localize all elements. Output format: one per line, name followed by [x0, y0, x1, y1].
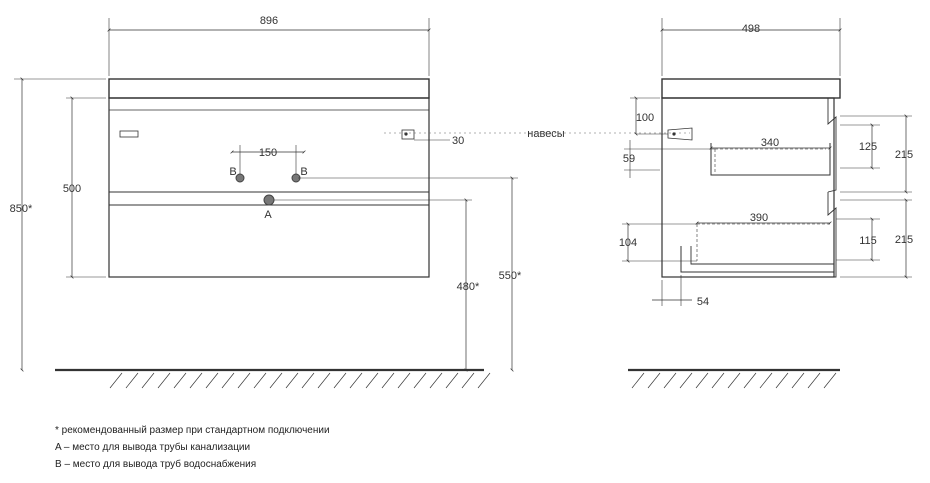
dim-height-body: 500 — [63, 183, 81, 195]
floor-hatch-line — [221, 372, 235, 389]
dim-upper-front-height: 215 — [895, 149, 913, 161]
dim-hinge-offset: 30 — [452, 135, 464, 147]
dim-lower-drawer-height: 115 — [859, 235, 877, 247]
countertop — [108, 78, 430, 99]
note-a: A – место для вывода трубы канализации — [55, 442, 251, 453]
floor-hatch-line — [413, 372, 427, 389]
floor-hatch-line — [365, 372, 379, 389]
label-b-left: B — [229, 166, 236, 178]
floor-hatch-line — [397, 372, 411, 389]
pipe-b-left — [235, 173, 245, 183]
dim-lower-drawer-depth: 390 — [750, 212, 768, 224]
dim-pipe-spacing: 150 — [259, 147, 277, 159]
side-view — [622, 18, 912, 306]
floor-hatch-line — [157, 372, 171, 389]
callout-hinges: навесы — [527, 128, 565, 140]
note-recommended: * рекомендованный размер при стандартном… — [55, 425, 330, 436]
floor-hatch-line — [333, 372, 347, 389]
floor-hatch-line — [759, 372, 773, 389]
side-body — [661, 97, 835, 278]
hinge-right — [401, 129, 415, 140]
side-countertop — [661, 78, 841, 99]
dim-upper-drawer-offset: 59 — [623, 153, 635, 165]
floor-hatch-line — [791, 372, 805, 389]
dim-hinge-drop: 100 — [636, 112, 654, 124]
dim-width: 896 — [260, 15, 278, 27]
label-b-right: B — [300, 166, 307, 178]
floor-hatch-line — [349, 372, 363, 389]
hinge-left — [119, 130, 139, 138]
floor-hatch-line — [381, 372, 395, 389]
floor-hatch-line — [205, 372, 219, 389]
dim-lower-front-height: 215 — [895, 234, 913, 246]
floor-hatch-line — [445, 372, 459, 389]
floor-hatch-line — [647, 372, 661, 389]
dim-480: 480* — [457, 281, 480, 293]
floor-side — [628, 368, 840, 389]
floor-hatch-line — [301, 372, 315, 389]
floor-front — [55, 368, 491, 389]
floor-hatch-line — [109, 372, 123, 389]
floor-hatch-line — [823, 372, 837, 389]
floor-hatch-line — [775, 372, 789, 389]
dim-550: 550* — [499, 270, 522, 282]
floor-hatch-line — [141, 372, 155, 389]
floor-hatch-line — [631, 372, 645, 389]
floor-hatch-line — [461, 372, 475, 389]
dim-height-total: 850* — [10, 203, 33, 215]
floor-hatch-line — [477, 372, 491, 389]
pipe-a — [263, 194, 275, 206]
front-view — [14, 18, 518, 372]
floor-hatch-line — [679, 372, 693, 389]
floor-hatch-line — [663, 372, 677, 389]
floor-hatch-line — [189, 372, 203, 389]
cabinet-body — [108, 97, 430, 278]
note-b: B – место для вывода труб водоснабжения — [55, 459, 257, 470]
dim-depth: 498 — [742, 23, 760, 35]
floor-hatch-line — [269, 372, 283, 389]
label-a: A — [264, 209, 272, 221]
floor-hatch-line — [807, 372, 821, 389]
floor-hatch-line — [711, 372, 725, 389]
floor-hatch-line — [285, 372, 299, 389]
notes: * рекомендованный размер при стандартном… — [55, 422, 330, 473]
dim-lower-drawer-offset: 104 — [619, 237, 637, 249]
floor-hatch-line — [317, 372, 331, 389]
floor-hatch-line — [125, 372, 139, 389]
floor-hatch-line — [429, 372, 443, 389]
lower-drawer — [680, 246, 834, 273]
floor-hatch-line — [173, 372, 187, 389]
dim-bottom-offset: 54 — [697, 296, 709, 308]
dim-upper-drawer-depth: 340 — [761, 137, 779, 149]
floor-hatch-line — [743, 372, 757, 389]
dim-upper-drawer-height: 125 — [859, 141, 877, 153]
floor-hatch-line — [695, 372, 709, 389]
upper-drawer — [710, 143, 831, 176]
floor-hatch-line — [253, 372, 267, 389]
floor-hatch-line — [237, 372, 251, 389]
floor-hatch-line — [727, 372, 741, 389]
